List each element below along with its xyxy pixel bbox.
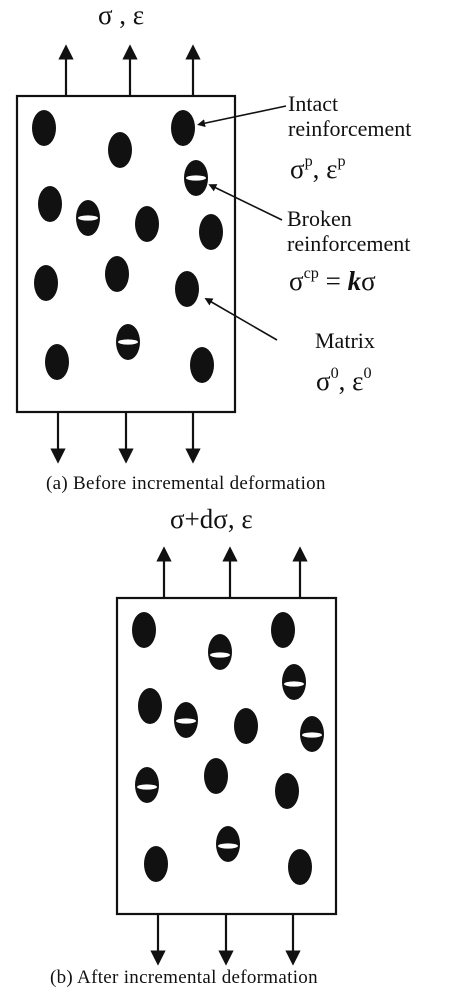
eq: = [318,266,348,296]
sep: , [312,154,327,184]
intact-fiber [199,214,223,250]
panel-b-cracks [137,652,322,849]
intact-fiber [34,265,58,301]
intact-fiber [32,110,56,146]
crack [284,681,304,687]
sup: cp [303,263,319,282]
crack [118,339,138,345]
intact-stress-strain: σp, εp [290,153,346,184]
k: k [347,266,362,296]
crack [78,215,98,221]
panel-a-top-arrows [58,44,201,96]
intact-fiber [271,612,295,648]
intact-fiber [171,110,195,146]
sym: σ [316,366,331,396]
panel-a-bottom-arrows [50,412,201,464]
intact-fiber [234,708,258,744]
intact-fiber [190,347,214,383]
intact-label-line2: reinforcement [288,116,412,141]
intact-fiber [175,271,199,307]
crack [176,718,196,724]
sep: , [338,366,353,396]
sup: 0 [330,363,339,382]
caption-b: (b) After incremental deformation [50,967,318,988]
intact-fiber [132,612,156,648]
leader-broken [208,184,283,221]
matrix-stress-strain: σ0, ε0 [316,365,372,396]
leader-matrix [204,297,278,341]
intact-label-line1: Intact [288,91,339,116]
sym: ε [326,154,338,184]
intact-fiber [275,773,299,809]
panel-a-fibers [32,110,223,383]
sym: ε [352,366,364,396]
sym: σ [289,266,304,296]
crack [186,175,206,181]
intact-fiber [105,256,129,292]
broken-fiber [208,634,232,670]
caption-a: (a) Before incremental deformation [46,473,326,494]
panel-b-load-label: σ+dσ, ε [170,504,253,534]
crack [218,843,238,849]
panel-a-load-label: σ , ε [98,0,145,30]
intact-fiber [144,846,168,882]
panel-a-leaders [197,105,287,341]
matrix-label: Matrix [315,328,375,353]
intact-fiber [38,186,62,222]
crack [137,784,157,790]
broken-stress: σcp = kσ [289,265,376,296]
intact-fiber [45,344,69,380]
sup: p [304,151,313,170]
broken-label-line2: reinforcement [287,231,411,256]
crack [210,652,230,658]
intact-fiber [288,849,312,885]
sym: σ [361,266,376,296]
leader-intact [197,105,287,128]
panel-a-cracks [78,175,206,345]
intact-fiber [108,132,132,168]
crack [302,732,322,738]
broken-label-line1: Broken [287,206,352,231]
sup: p [337,151,346,170]
sup: 0 [363,363,372,382]
sym: σ [290,154,305,184]
intact-fiber [204,758,228,794]
panel-b-top-arrows [156,546,308,598]
intact-fiber [135,206,159,242]
panel-b-bottom-arrows [150,914,301,966]
intact-fiber [138,688,162,724]
